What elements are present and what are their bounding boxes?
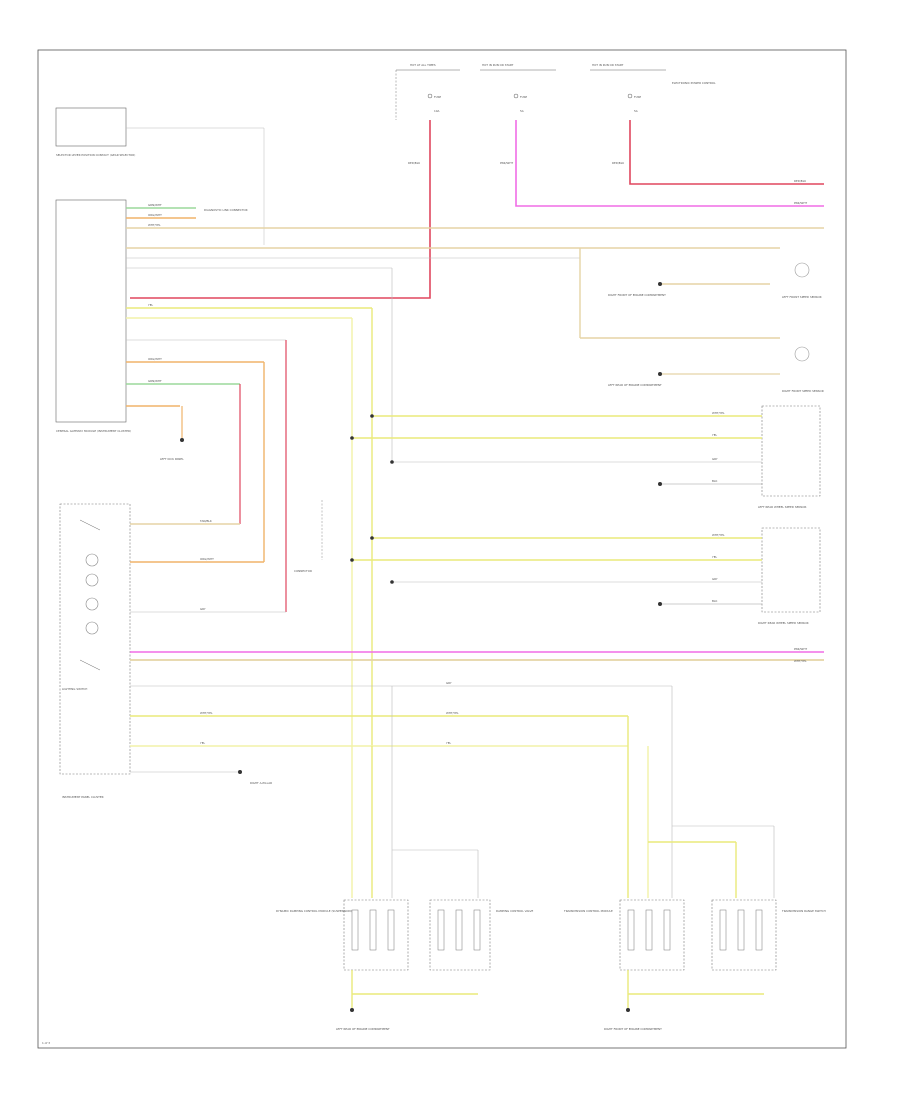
wire-label-red-right: RED/BLU (794, 179, 806, 183)
right-connector-1: WHT/YEL YEL GRY BLK LEFT REAR WHEEL SPEE… (350, 405, 821, 509)
sw-label-2: ORG/WHT (200, 557, 214, 561)
central-gateway-box: CENTRAL GATEWAY MODULE (INSTRUMENT CLUST… (55, 199, 131, 433)
selector-lever-box: SELECTOR LEVER POSITION CONTACT (GEAR SE… (55, 107, 265, 245)
sensor-right-label: RIGHT FRONT SPEED SENSOR (782, 389, 824, 393)
connector-note: CONNECTOR (294, 569, 312, 573)
module-footer-label: INSTRUMENT PANEL CLUSTER (62, 795, 104, 799)
fuse-3-label: FUSE (634, 95, 641, 99)
relay-module-d: TRANSMISSION RANGE SWITCH (711, 899, 826, 971)
power-distribution-label: ELECTRONIC POWER CONTROL (672, 81, 716, 85)
lighting-switch-label: LIGHTING SWITCH (62, 687, 87, 691)
ground-right-label-1: RIGHT FRONT OF ENGINE COMPARTMENT (608, 293, 666, 297)
central-gateway-label: CENTRAL GATEWAY MODULE (INSTRUMENT CLUST… (56, 429, 131, 433)
wire-red-feed-2 (629, 120, 824, 185)
fuse-3-rating: 5A (634, 109, 638, 113)
wire-label-orange-2: ORG/WHT (148, 357, 162, 361)
relay-feed-wires (371, 686, 775, 898)
ground-left-bottom-label: LEFT REAR OF ENGINE COMPARTMENT (336, 1027, 390, 1031)
relay-module-b: DAMPING CONTROL VALVE (429, 899, 533, 971)
fuse-block-1: HOT AT ALL TIMES FUSE 10A (395, 63, 460, 120)
wire-label-pink: PNK/WHT (500, 161, 513, 165)
rc2-label-2: YEL (712, 555, 717, 559)
fuse-block-3: HOT IN RUN OR START FUSE 5A ELECTRONIC P… (590, 63, 716, 113)
relay-c-label: TRANSMISSION CONTROL MODULE (563, 909, 613, 913)
sw-label-3: GRY (200, 607, 206, 611)
ground-mid-label: LEFT KICK PANEL (160, 457, 184, 461)
rc2-label-4: BLK (712, 599, 717, 603)
right-connector-2: WHT/YEL YEL GRY BLK RIGHT REAR WHEEL SPE… (350, 527, 821, 625)
sw-label-6: GRY (446, 681, 452, 685)
rc1-label-1: WHT/YEL (712, 411, 725, 415)
switch-wires: RIGHT A-PILLAR TAN/BLK ORG/WHT GRY PNK/W… (130, 519, 824, 785)
rc2-label-3: GRY (712, 577, 718, 581)
fuse-2-label: FUSE (520, 95, 527, 99)
fuse-block-2-title: HOT IN RUN OR START (482, 63, 514, 67)
right-sensor-1: RIGHT FRONT OF ENGINE COMPARTMENT LEFT F… (608, 262, 822, 299)
rc1-label-2: YEL (712, 433, 717, 437)
wire-label-tan: WHT/YEL (148, 223, 161, 227)
selector-lever-label: SELECTOR LEVER POSITION CONTACT (GEAR SE… (56, 153, 135, 157)
fuse-1-rating: 10A (434, 109, 440, 113)
sensor-left-label: LEFT FRONT SPEED SENSOR (782, 295, 822, 299)
fuse-1-label: FUSE (434, 95, 441, 99)
ground-switch-label: RIGHT A-PILLAR (250, 781, 272, 785)
relay-b-label: DAMPING CONTROL VALVE (496, 909, 533, 913)
sw-label-8: YEL (446, 741, 451, 745)
wire-label-green: GRN/WHT (148, 203, 162, 207)
wire-pink-feed (515, 120, 824, 207)
wire-label-pink-right: PNK/WHT (794, 201, 807, 205)
relay-module-a: DYNAMIC DAMPING CONTROL MODULE (SUSPENSI… (276, 899, 409, 971)
fuse-block-2: HOT IN RUN OR START FUSE 5A (480, 63, 556, 113)
rc1-label-3: GRY (712, 457, 718, 461)
wire-label-green-2: GRN/WHT (148, 379, 162, 383)
right-sensor-2: LEFT REAR OF ENGINE COMPARTMENT RIGHT FR… (608, 346, 824, 393)
wire-label-red: RED/BLU (408, 161, 420, 165)
sw-label-1: TAN/BLK (199, 519, 212, 523)
gateway-bus-wires: DIAGNOSTIC LINK CONNECTOR GRN/WHT ORG/WH… (126, 203, 824, 407)
wire-label-yellow: YEL (148, 303, 153, 307)
sw-label-7: WHT/YEL (446, 711, 459, 715)
fuse-block-3-title: HOT IN RUN OR START (592, 63, 624, 67)
sw-label-tan: WHT/YEL (794, 659, 807, 663)
data-link-label: DIAGNOSTIC LINK CONNECTOR (204, 208, 248, 212)
fuse-block-1-title: HOT AT ALL TIMES (410, 63, 436, 67)
sw-label-4: WHT/YEL (200, 711, 213, 715)
mirror-right-label: RIGHT REAR WHEEL SPEED SENSOR (758, 621, 809, 625)
fuse-feed-wires: RED/BLU PNK/WHT RED/BLU RED/BLU PNK/WHT (130, 120, 824, 299)
sw-label-5: YEL (200, 741, 205, 745)
wire-label-red-2: RED/BLU (612, 161, 624, 165)
wire-label-orange: ORG/WHT (148, 213, 162, 217)
diagram-border (37, 49, 847, 1049)
ground-right-bottom-label: RIGHT FRONT OF ENGINE COMPARTMENT (604, 1027, 662, 1031)
relay-d-label: TRANSMISSION RANGE SWITCH (781, 909, 826, 913)
relay-module-c: TRANSMISSION CONTROL MODULE (563, 899, 685, 971)
rc2-label-1: WHT/YEL (712, 533, 725, 537)
rc1-label-4: BLK (712, 479, 717, 483)
ground-right-label-2: LEFT REAR OF ENGINE COMPARTMENT (608, 383, 662, 387)
relay-a-label: DYNAMIC DAMPING CONTROL MODULE (SUSPENSI… (276, 909, 352, 913)
sw-label-pink: PNK/WHT (794, 647, 807, 651)
lighting-switch: LIGHTING SWITCH INSTRUMENT PANEL CLUSTER (59, 503, 131, 799)
fuse-2-rating: 5A (520, 109, 524, 113)
mirror-left-label: LEFT REAR WHEEL SPEED SENSOR (758, 505, 806, 509)
vertical-drops: LEFT KICK PANEL CONNECTOR (160, 248, 780, 898)
ground-returns: LEFT REAR OF ENGINE COMPARTMENT RIGHT FR… (336, 970, 764, 1031)
wire-red-feed (130, 120, 431, 299)
page-number: 1 of 3 (42, 1041, 50, 1045)
